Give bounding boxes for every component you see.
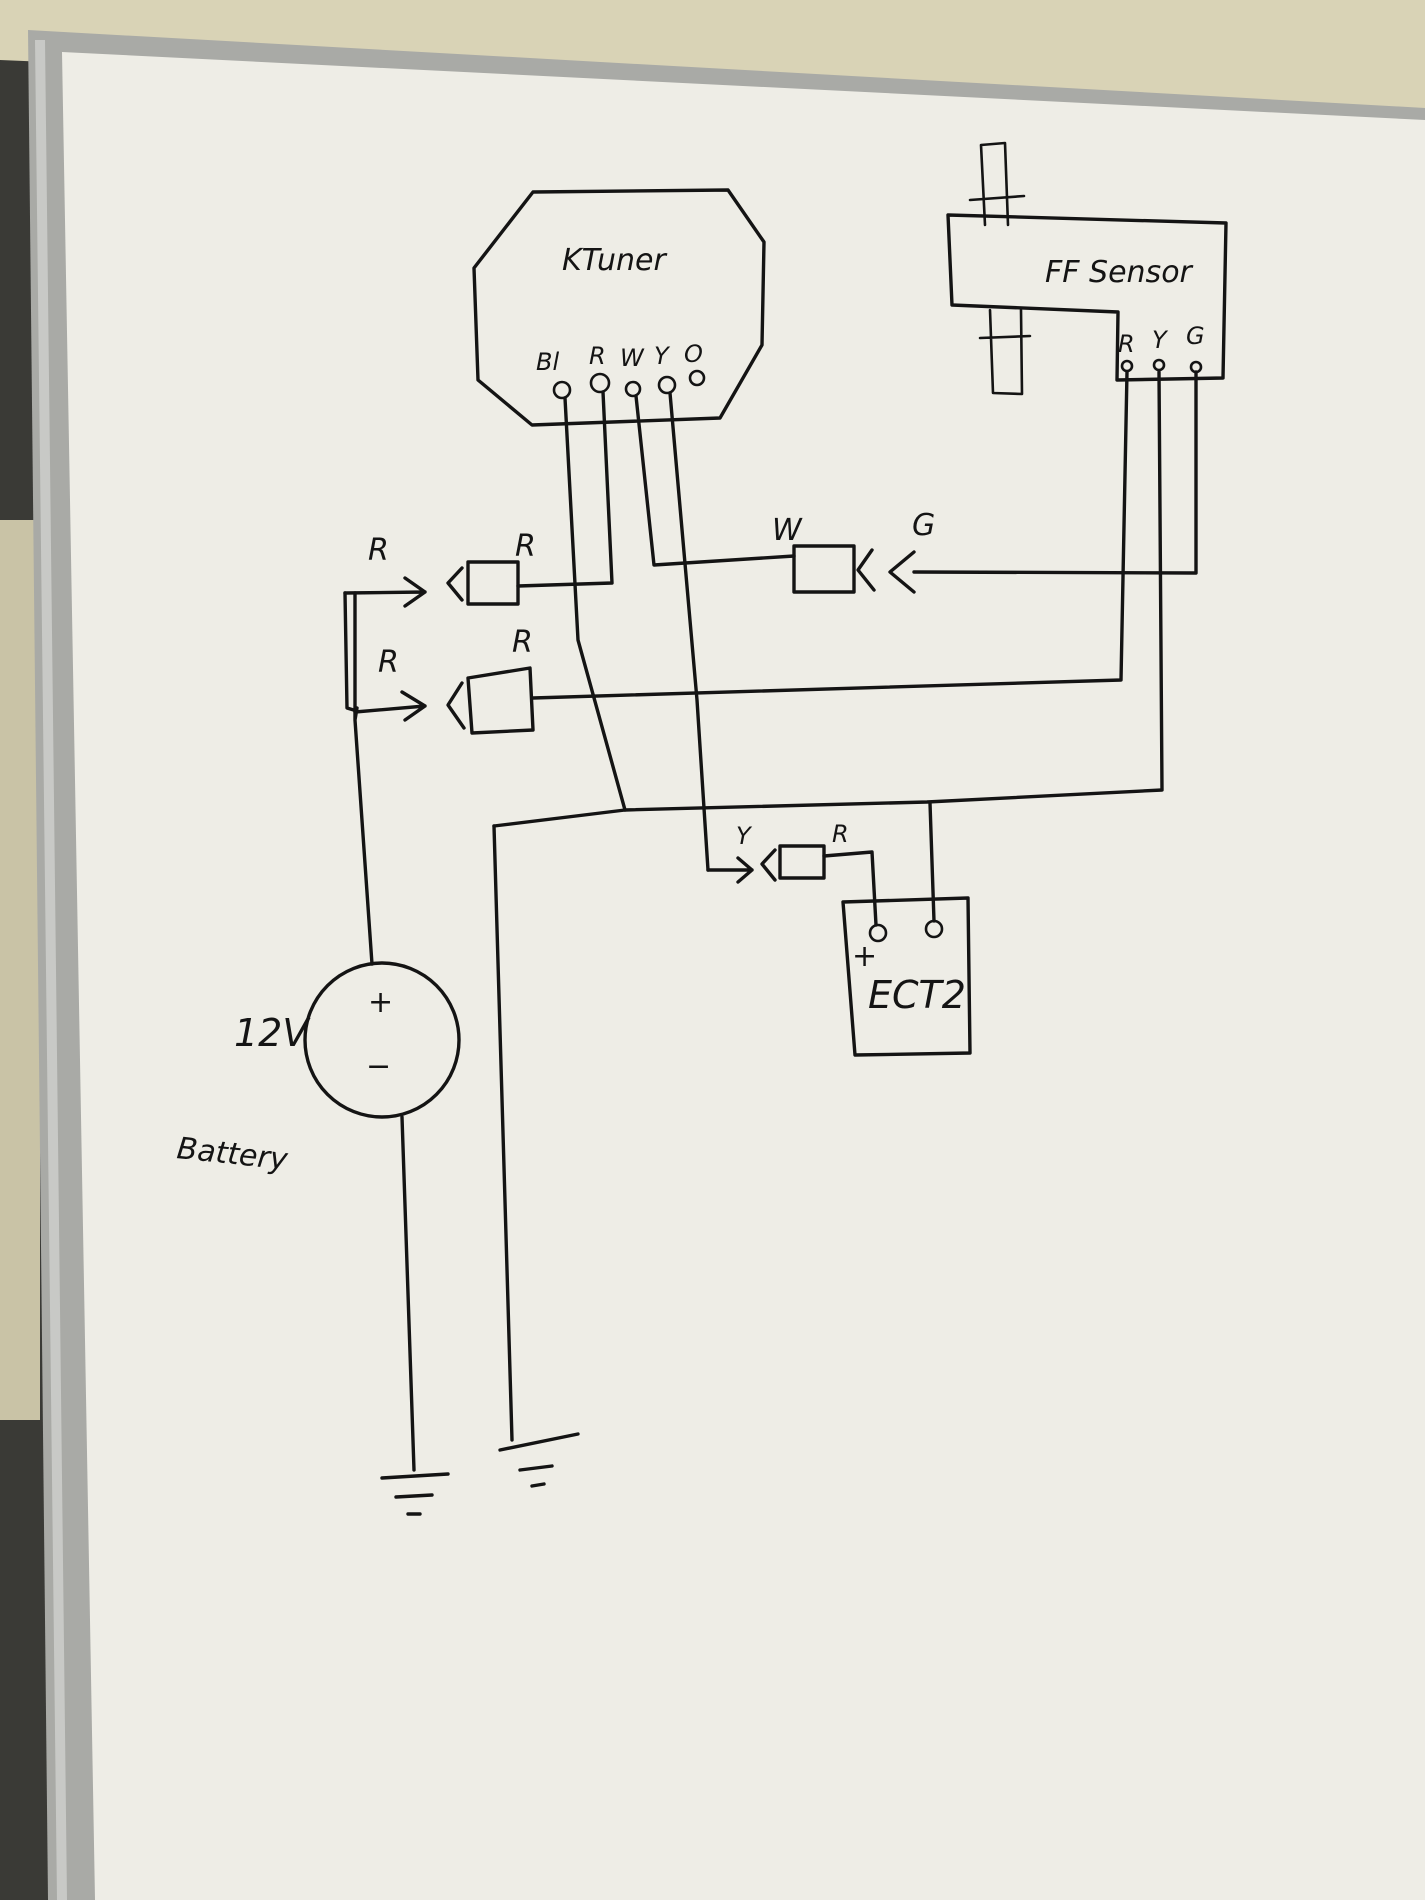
ff-pin-label-g: G [1186, 322, 1205, 350]
connector-top-left-arrow [343, 576, 427, 608]
wire-ktuner-y [668, 391, 710, 872]
connector-top-left-body [466, 560, 520, 606]
connector-mid-left-mouth [446, 681, 466, 730]
connector-ect2: Y R [706, 820, 849, 884]
connector-white-green-arrow [888, 550, 916, 594]
ect2-sensor: + ECT2 [841, 896, 972, 1057]
ktuner-title: KTuner [562, 243, 667, 278]
ktuner-module: KTuner Bl R W Y O [472, 188, 766, 427]
battery-voltage: 12V [234, 1011, 311, 1055]
connector-mid-left-arrow [353, 690, 427, 722]
ff-sensor-body [946, 213, 1228, 382]
whiteboard-surface [62, 52, 1425, 1900]
connector-white-green: W G [772, 508, 935, 594]
connector-mid-left-body [466, 666, 535, 735]
ktuner-pin-y [657, 375, 677, 395]
ff-pin-label-r: R [1118, 330, 1135, 358]
ect2-outline [841, 896, 972, 1057]
wire-ground-bus [492, 824, 514, 1442]
connector-white-green-body [792, 544, 856, 594]
battery-minus: − [366, 1049, 391, 1084]
connector-top-left-in-label: R [368, 533, 389, 568]
ect2-title: ECT2 [868, 973, 966, 1017]
ground-symbol-bus [498, 1432, 580, 1488]
wiring [343, 370, 1198, 1472]
ktuner-pin-bl [552, 380, 572, 400]
ect2-plus-mark: + [852, 939, 877, 974]
frame-edge-highlight [35, 39, 67, 1900]
connector-mid-left: R R [353, 625, 535, 735]
wire-ktuner-w [634, 394, 796, 567]
wire-ect2-signal [822, 850, 878, 927]
connector-white-green-out-label: G [912, 508, 935, 543]
wire-ktuner-r [516, 390, 614, 588]
wire-ect2-ground [928, 801, 936, 923]
battery-plus: + [368, 985, 393, 1020]
connector-white-green-mouth [856, 548, 876, 592]
ff-pin-y [1152, 358, 1166, 372]
wire-ff-r [531, 370, 1129, 700]
ktuner-pin-label-o: O [684, 340, 703, 368]
wire-battery-negative [400, 1115, 416, 1472]
wire-ff-y [492, 370, 1164, 828]
connector-mid-left-in-label: R [378, 645, 399, 680]
ktuner-pin-label-r: R [589, 342, 606, 370]
connector-ect2-mouth [760, 848, 777, 882]
ktuner-pin-w [624, 380, 642, 398]
ff-sensor-title: FF Sensor [1045, 255, 1194, 290]
wire-ktuner-bl [563, 396, 627, 812]
connector-mid-left-out-label: R [512, 625, 533, 660]
ktuner-pin-o [688, 369, 706, 387]
ect2-pin-left [868, 923, 888, 943]
connector-ect2-arrow [706, 856, 754, 884]
battery-symbol [303, 961, 461, 1119]
ground-symbol-battery [380, 1472, 450, 1516]
connector-top-left-mouth [446, 566, 464, 602]
wire-positive-branch [343, 591, 359, 713]
ff-sensor-pipe-bottom [978, 308, 1032, 396]
ktuner-pin-r [589, 372, 611, 394]
ff-sensor: FF Sensor R Y G [946, 141, 1228, 396]
ktuner-outline [472, 188, 766, 427]
connector-white-green-in-label: W [772, 513, 803, 548]
connector-top-left-out-label: R [515, 529, 536, 564]
connector-top-left: R R [343, 529, 536, 608]
connector-ect2-out-label: R [832, 820, 849, 848]
ktuner-pin-label-bl: Bl [536, 348, 559, 376]
ktuner-pin-label-w: W [620, 344, 645, 372]
wire-ff-g [912, 370, 1198, 575]
ff-pin-label-y: Y [1152, 326, 1169, 354]
connector-ect2-body [778, 844, 826, 880]
ktuner-pin-label-y: Y [654, 342, 671, 370]
connector-ect2-in-label: Y [736, 822, 753, 850]
ff-sensor-pipe-top [968, 141, 1026, 227]
wall-side [0, 520, 40, 1420]
